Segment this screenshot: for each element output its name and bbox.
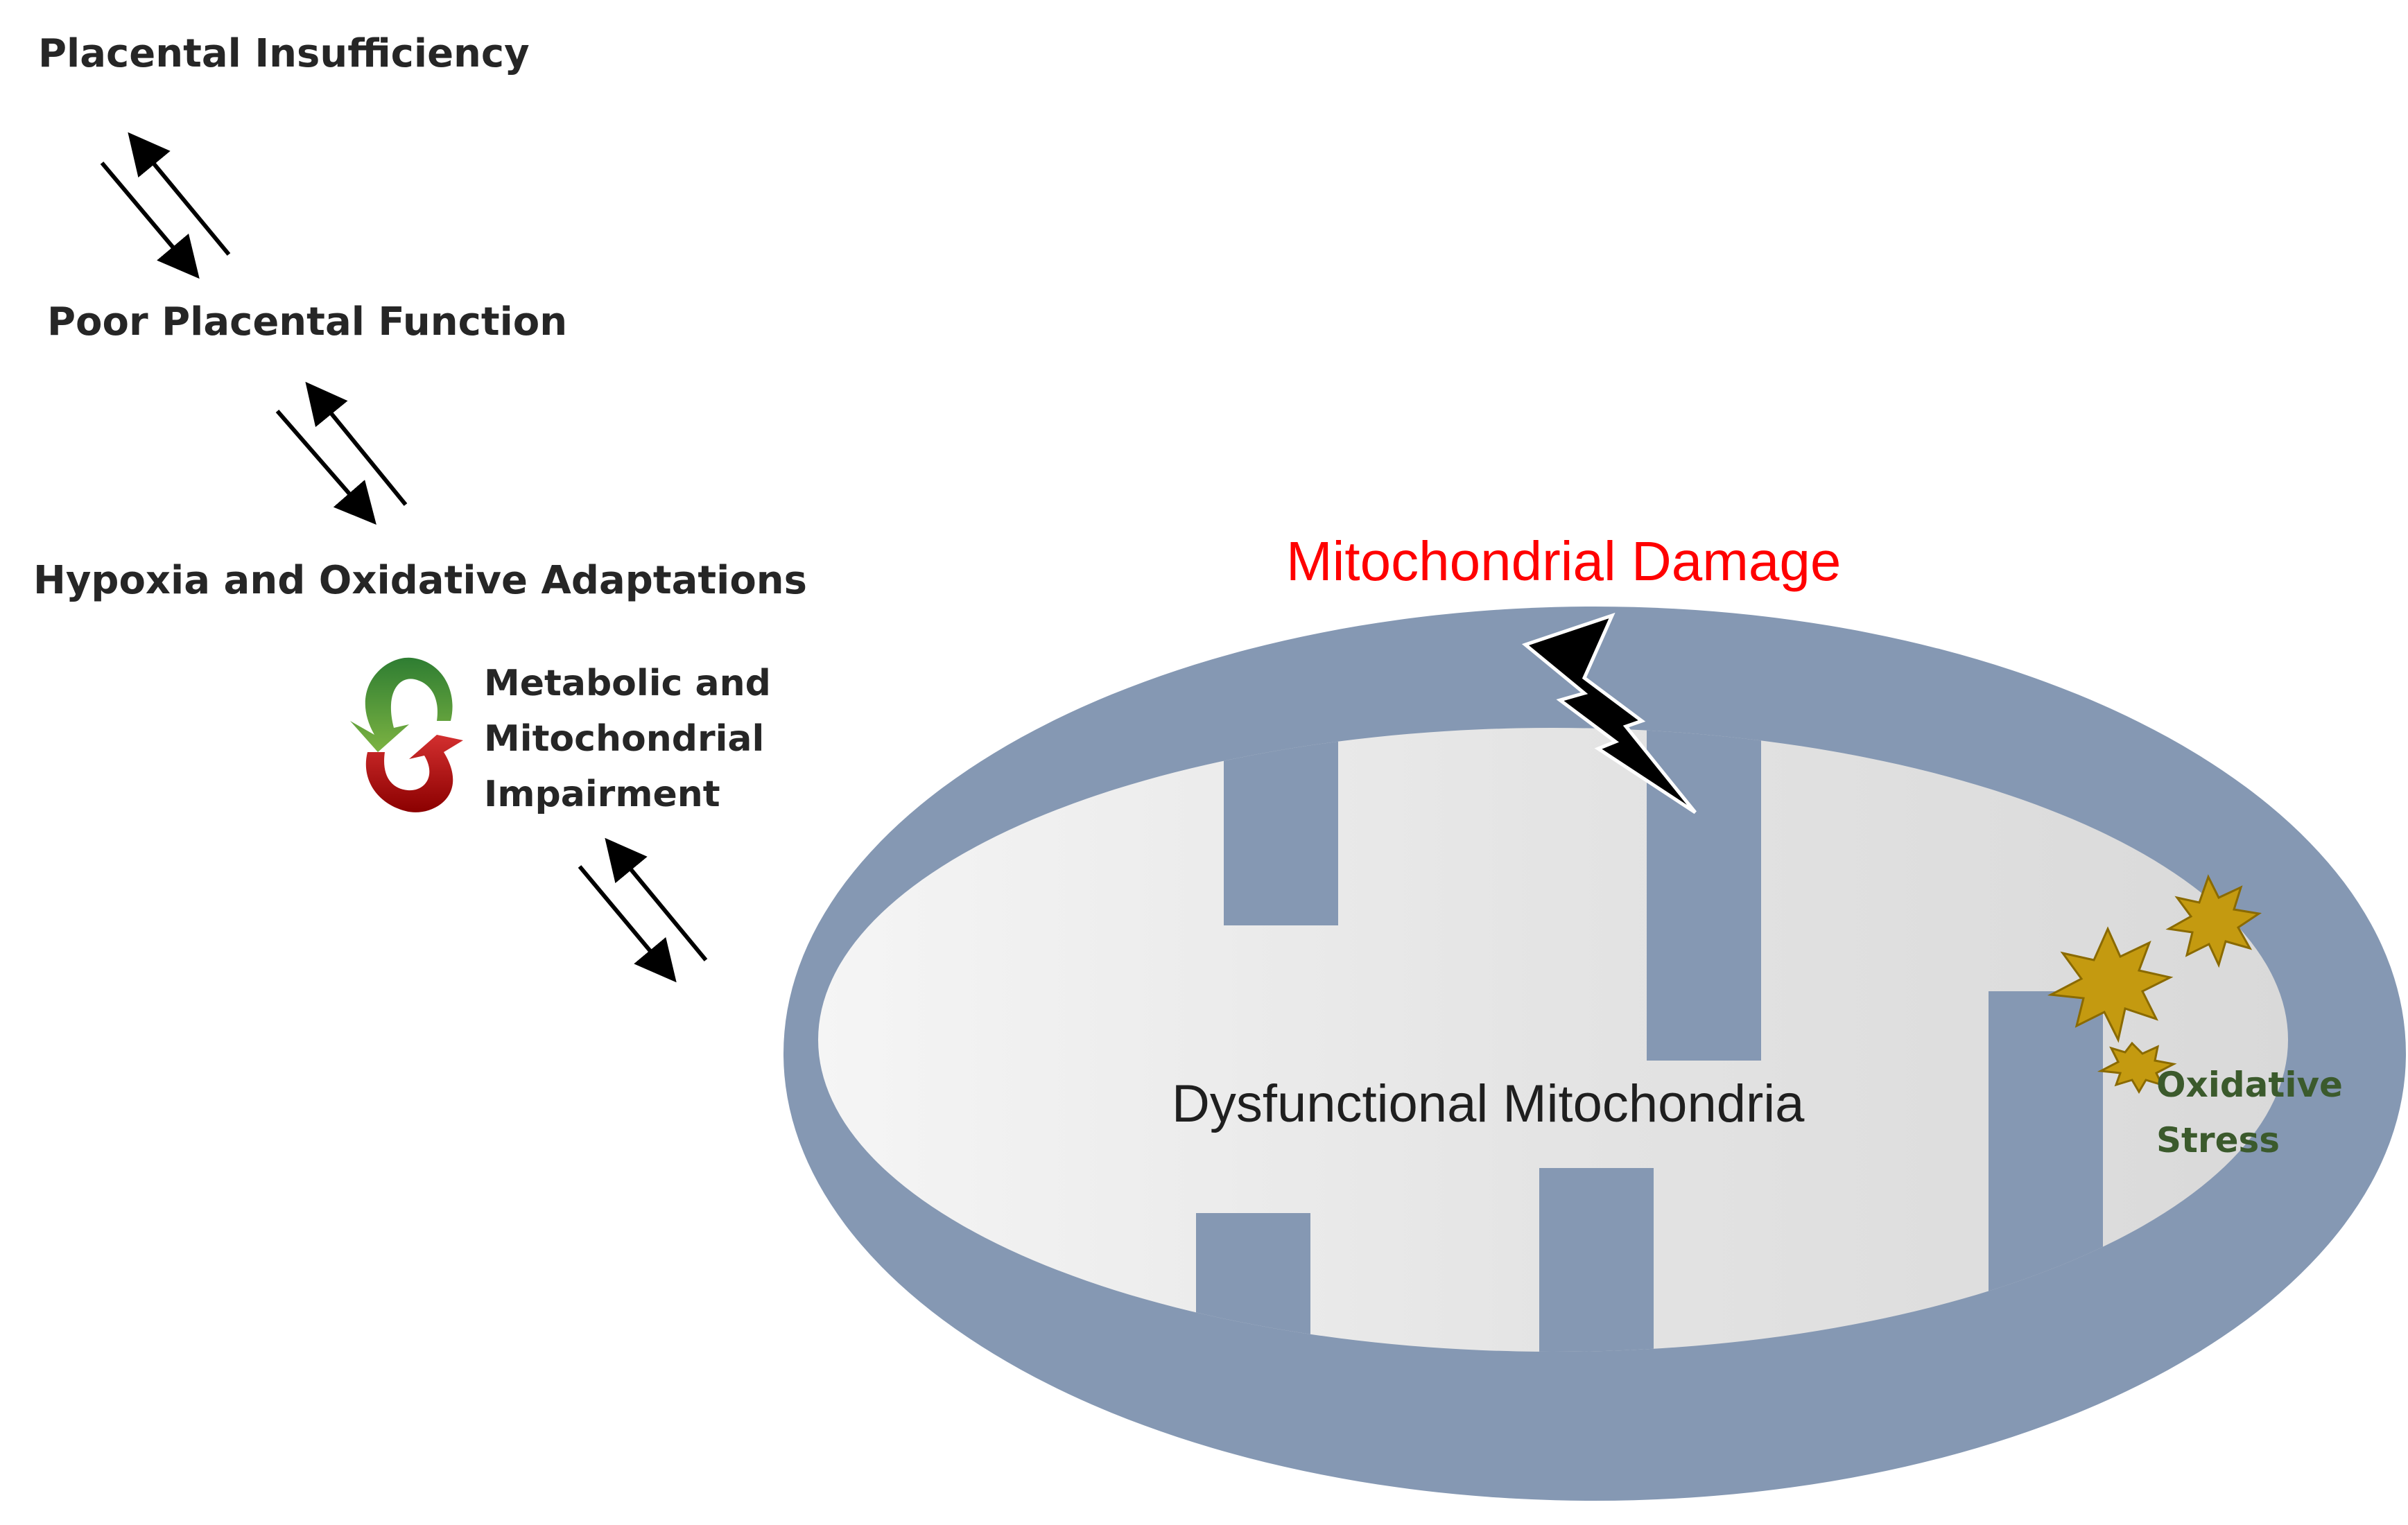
cycle-label-line2: Mitochondrial xyxy=(484,718,765,760)
cycle-label: Metabolic and Mitochondrial Impairment xyxy=(484,656,803,822)
burst-medium-icon xyxy=(2165,874,2262,968)
bidirectional-arrow-2 xyxy=(275,381,408,525)
cycle-arrows-icon xyxy=(350,657,463,812)
bidirectional-arrow-1 xyxy=(100,132,231,279)
cycle-label-line1: Metabolic and xyxy=(484,663,771,704)
cycle-label-line3: Impairment xyxy=(484,774,720,815)
lightning-bolt-icon xyxy=(1521,612,1697,814)
mitochondrial-damage-label: Mitochondrial Damage xyxy=(1286,530,1842,592)
bidirectional-arrow-3 xyxy=(578,837,708,983)
step-placental-insufficiency: Placental Insufficiency xyxy=(38,31,530,76)
burst-small-icon xyxy=(2097,1041,2177,1094)
crista-2 xyxy=(1647,728,1761,1061)
oxidative-stress-line1: Oxidative xyxy=(2156,1065,2343,1105)
step-poor-placental-function: Poor Placental Function xyxy=(47,299,568,345)
crista-4 xyxy=(1539,1168,1654,1352)
burst-large-icon xyxy=(2047,926,2174,1043)
oxidative-stress-label: Oxidative Stress xyxy=(2156,1057,2385,1168)
inner-matrix xyxy=(818,728,2288,1352)
mitochondrion xyxy=(783,607,2406,1501)
oxidative-stress-burst-icons xyxy=(2047,874,2262,1094)
dysfunctional-mitochondria-label: Dysfunctional Mitochondria xyxy=(1172,1074,1805,1133)
step-hypoxia-oxidative-adaptations: Hypoxia and Oxidative Adaptations xyxy=(33,558,808,603)
crista-1 xyxy=(1224,728,1338,925)
oxidative-stress-line2: Stress xyxy=(2156,1120,2280,1160)
